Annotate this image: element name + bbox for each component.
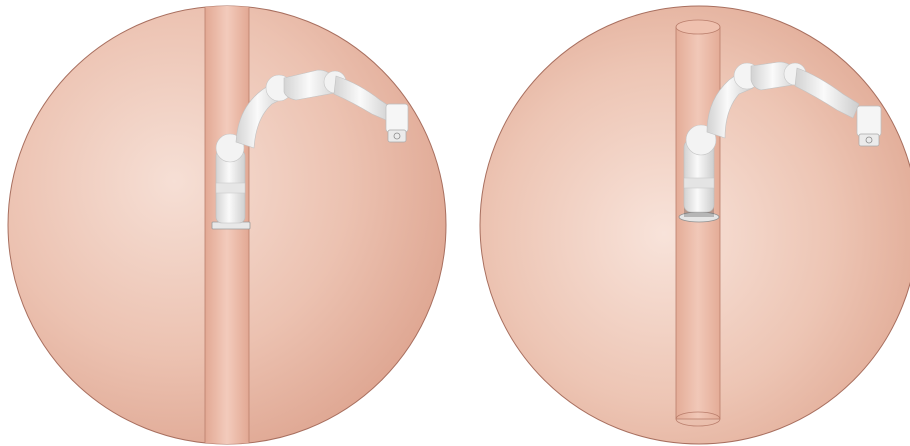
left-workspace-view xyxy=(0,0,455,446)
right-workspace-view xyxy=(455,0,910,446)
excluded-cylinder xyxy=(676,20,720,426)
cylinder-top-cap xyxy=(676,20,720,34)
robot-end-effector xyxy=(857,106,881,136)
right-panel xyxy=(455,0,910,446)
robot-end-effector xyxy=(386,104,408,132)
left-panel xyxy=(0,0,455,446)
